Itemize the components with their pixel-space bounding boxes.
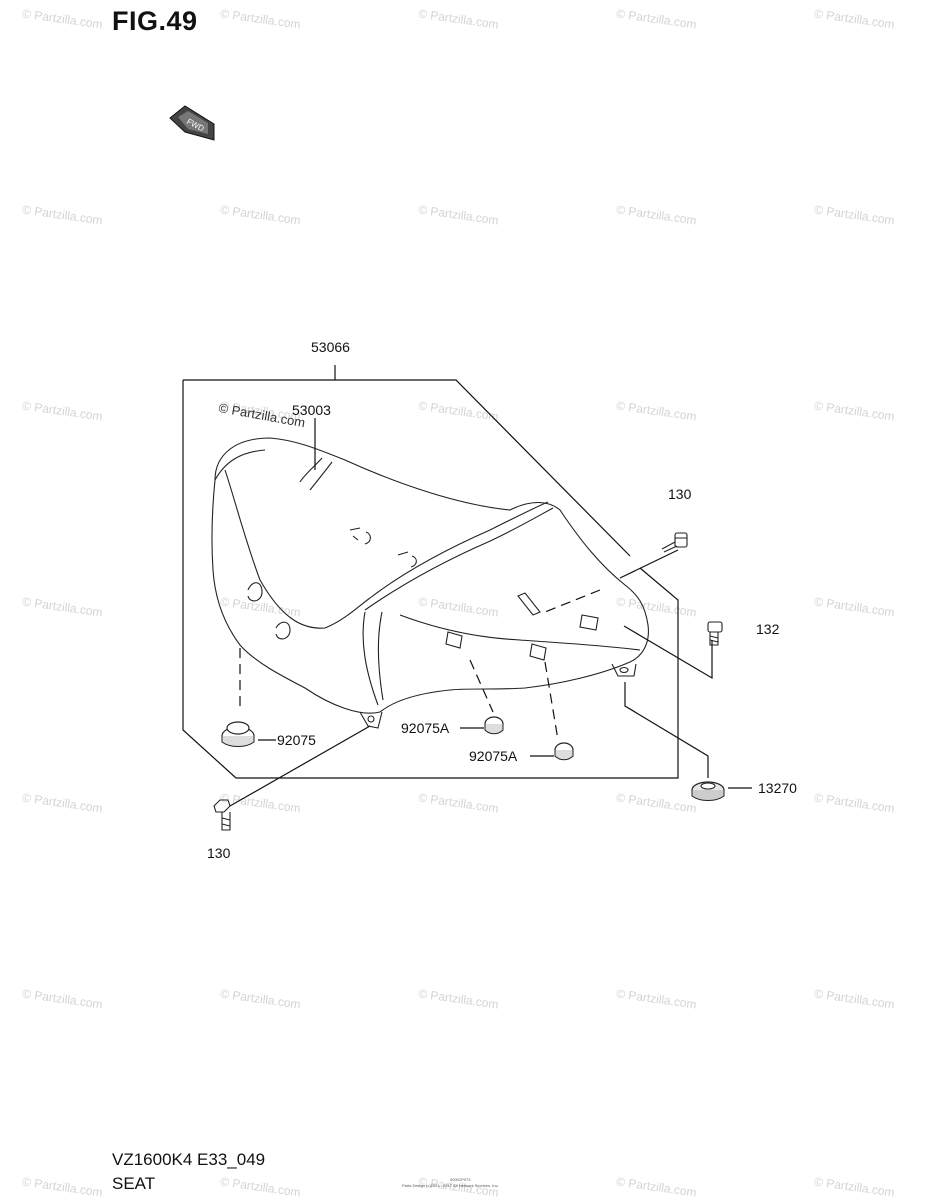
- callout-92075: 92075: [277, 732, 316, 748]
- damper-mid-icon: [484, 716, 504, 735]
- washer-icon: [691, 781, 725, 801]
- screw-icon: [707, 621, 723, 646]
- section-name: SEAT: [112, 1174, 156, 1193]
- callout-130-bottom: 130: [207, 845, 231, 861]
- callout-13270: 13270: [758, 780, 797, 796]
- bolt-bottom-icon: [213, 799, 231, 831]
- damper-left-icon: [221, 721, 255, 747]
- leader-lines: [229, 418, 752, 807]
- callout-92075a-mid: 92075A: [401, 720, 450, 736]
- bolt-top-icon: [661, 532, 688, 553]
- callout-132: 132: [756, 621, 780, 637]
- callout-53003: 53003: [292, 402, 331, 418]
- fine-print-code: 00001P073: [450, 1177, 471, 1182]
- figure-title: FIG.49: [112, 6, 198, 36]
- damper-right-icon: [554, 742, 574, 761]
- fine-print-copyright: Parts Design (c)2001 - 2017 Ari Network …: [402, 1183, 499, 1188]
- model-code: VZ1600K4 E33_049: [112, 1150, 266, 1169]
- assembly-boundary: [182, 365, 679, 779]
- callout-92075a-right: 92075A: [469, 748, 518, 764]
- callout-130-top: 130: [668, 486, 692, 502]
- seat-body: [211, 437, 649, 729]
- callout-53066: 53066: [311, 339, 350, 355]
- fwd-arrow-icon: FWD: [169, 105, 215, 141]
